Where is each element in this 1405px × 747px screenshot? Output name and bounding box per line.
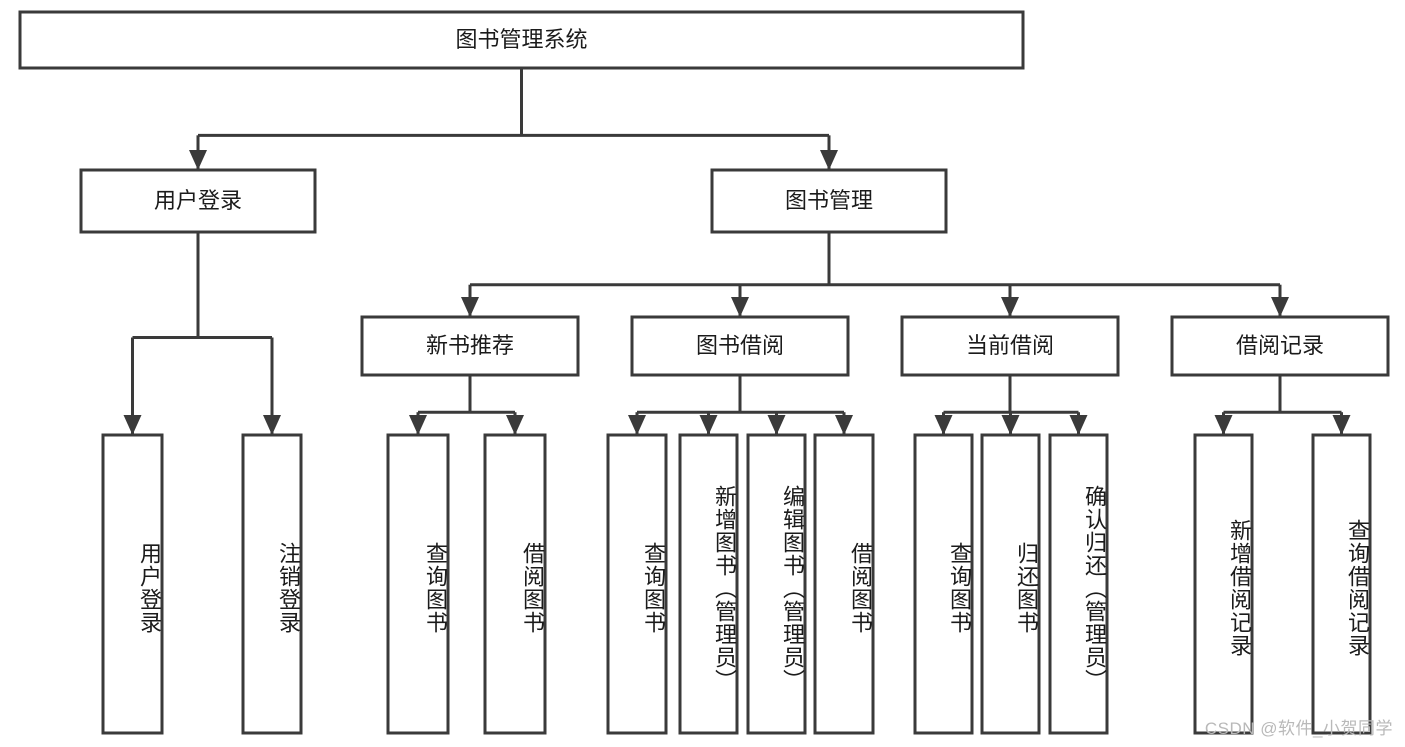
arrow-head-book-manage-to-book-borrow	[731, 297, 749, 317]
node-box-leaf-user-login[interactable]	[101, 433, 164, 735]
node-label-book-borrow: 图书借阅	[696, 333, 784, 358]
node-box-leaf-query-book-2[interactable]	[606, 433, 668, 735]
node-box-leaf-query-record[interactable]	[1311, 433, 1372, 735]
node-label-user-login: 用户登录	[154, 188, 242, 213]
node-label-new-book-recommend: 新书推荐	[426, 333, 514, 358]
node-label-current-borrow: 当前借阅	[966, 333, 1054, 358]
watermark-text: CSDN @软件_小贺同学	[1204, 719, 1393, 738]
arrow-head-book-manage-to-borrow-record	[1271, 297, 1289, 317]
arrow-head-new-book-recommend-to-leaf-query-book-1	[409, 415, 427, 435]
arrow-head-current-borrow-to-leaf-confirm-return	[1069, 415, 1088, 435]
node-box-leaf-confirm-return[interactable]	[1048, 433, 1109, 735]
arrow-head-book-manage-to-current-borrow	[1001, 297, 1019, 317]
node-box-leaf-add-record[interactable]	[1193, 433, 1254, 735]
arrow-head-new-book-recommend-to-leaf-borrow-book-1	[506, 415, 524, 435]
node-box-leaf-add-book[interactable]	[678, 433, 739, 735]
arrow-head-current-borrow-to-leaf-return-book	[1001, 415, 1020, 435]
arrow-head-user-login-to-leaf-logout	[263, 415, 281, 435]
node-box-borrow-record[interactable]	[1170, 315, 1390, 377]
node-box-leaf-query-book-1[interactable]	[386, 433, 450, 735]
node-box-current-borrow[interactable]	[900, 315, 1120, 377]
arrow-head-book-borrow-to-leaf-borrow-book-2	[835, 415, 853, 435]
node-box-user-login[interactable]	[79, 168, 317, 234]
connector-layer	[123, 68, 1351, 435]
node-box-leaf-logout[interactable]	[241, 433, 303, 735]
arrow-head-book-manage-to-new-book-recommend	[461, 297, 479, 317]
node-box-leaf-query-book-3[interactable]	[913, 433, 974, 735]
arrow-head-root-to-book-manage	[820, 150, 838, 170]
node-box-new-book-recommend[interactable]	[360, 315, 580, 377]
arrow-head-root-to-user-login	[189, 150, 207, 170]
node-box-leaf-borrow-book-2[interactable]	[813, 433, 875, 735]
node-box-book-manage[interactable]	[710, 168, 948, 234]
node-box-leaf-edit-book[interactable]	[746, 433, 807, 735]
arrow-head-book-borrow-to-leaf-edit-book	[767, 415, 786, 435]
node-label-book-manage: 图书管理	[785, 188, 873, 213]
node-box-book-borrow[interactable]	[630, 315, 850, 377]
node-box-leaf-return-book[interactable]	[980, 433, 1041, 735]
arrow-head-book-borrow-to-leaf-add-book	[699, 415, 718, 435]
node-box-leaf-borrow-book-1[interactable]	[483, 433, 547, 735]
arrow-head-user-login-to-leaf-user-login	[123, 415, 142, 435]
arrow-head-book-borrow-to-leaf-query-book-2	[628, 415, 646, 435]
node-box-root[interactable]	[18, 10, 1025, 70]
arrow-head-current-borrow-to-leaf-query-book-3	[934, 415, 953, 435]
node-label-root: 图书管理系统	[455, 27, 587, 52]
arrow-head-borrow-record-to-leaf-query-record	[1332, 415, 1351, 435]
arrow-head-borrow-record-to-leaf-add-record	[1214, 415, 1233, 435]
box-layer	[18, 10, 1390, 735]
node-label-borrow-record: 借阅记录	[1236, 333, 1324, 358]
